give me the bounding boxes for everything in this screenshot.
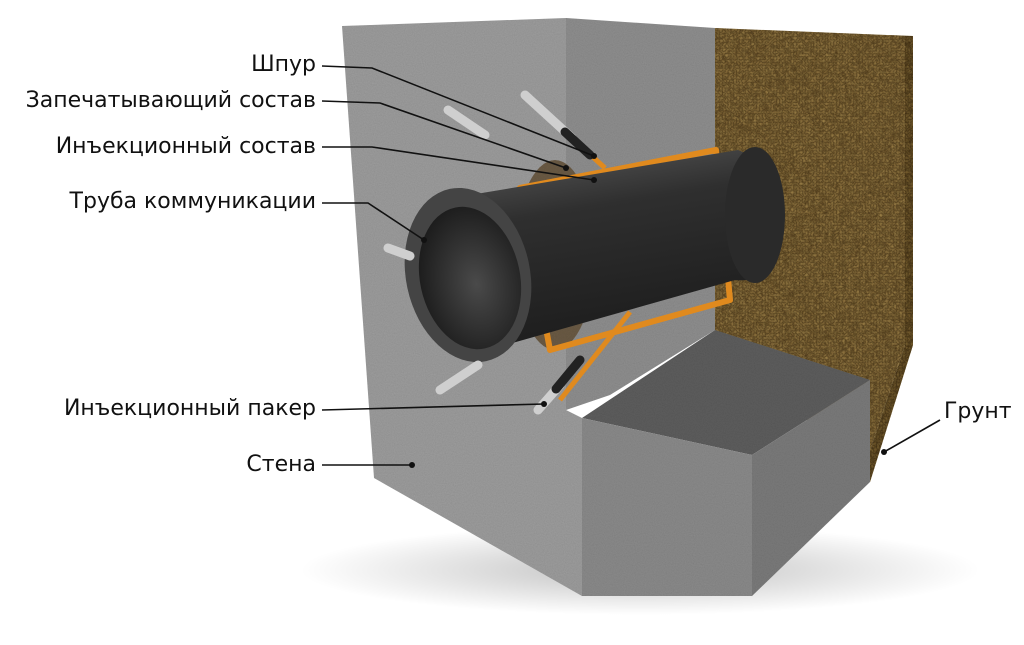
packer-lower-left	[435, 360, 483, 395]
soil-edge	[862, 36, 913, 482]
label-injection-packer: Инъекционный пакер	[63, 396, 316, 421]
packer-upper-left	[443, 105, 490, 140]
pipe-far-cap	[725, 147, 785, 283]
label-sealing-compound: Запечатывающий состав	[25, 88, 316, 113]
leader-injection	[322, 146, 595, 181]
leader-pipe-dot	[421, 237, 427, 243]
leader-sealing-dot	[563, 165, 569, 171]
leader-wall-dot	[409, 462, 415, 468]
packer-upper-right	[520, 90, 595, 160]
leader-shpur	[321, 65, 595, 157]
leader-packer	[321, 403, 545, 411]
leader-packer-dot	[541, 401, 547, 407]
pipe-opening	[418, 206, 522, 350]
leader-lines	[321, 65, 941, 468]
label-injection-compound: Инъекционный состав	[55, 134, 316, 159]
borehole-lower	[558, 310, 632, 402]
label-shpur: Шпур	[251, 52, 316, 77]
pipe-body	[470, 150, 784, 355]
packer-left	[383, 243, 415, 261]
step-top	[582, 330, 870, 455]
leader-soil-dot	[881, 449, 887, 455]
leader-shpur-dot	[591, 153, 597, 159]
leader-injection-dot	[591, 177, 597, 183]
label-soil: Грунт	[944, 399, 1012, 424]
label-pipe: Труба коммуникации	[69, 189, 316, 214]
step-front	[582, 418, 752, 596]
step-side	[752, 380, 870, 596]
leader-sealing	[321, 100, 567, 169]
label-wall: Стена	[246, 452, 316, 477]
leader-soil	[883, 419, 941, 453]
leader-pipe	[322, 202, 425, 241]
